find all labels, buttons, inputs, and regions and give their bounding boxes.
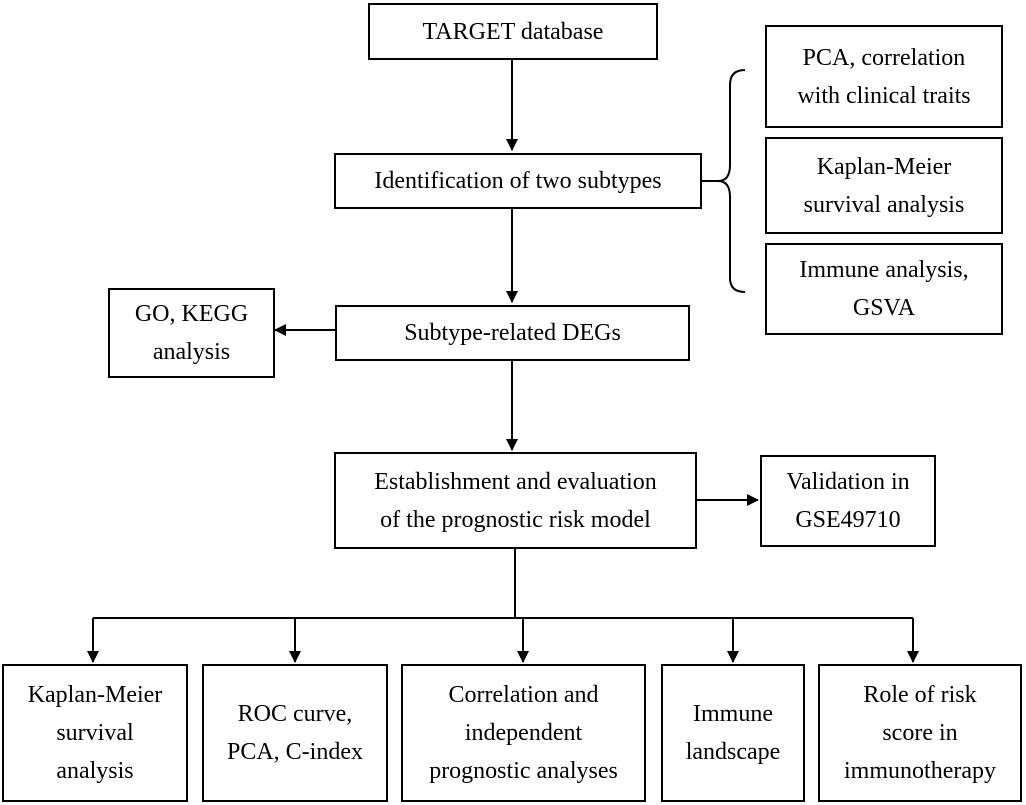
node-subtype-related-degs: Subtype-related DEGs [335, 305, 690, 361]
node-identification-of-subtypes: Identification of two subtypes [334, 153, 702, 209]
node-risk-score-immunotherapy: Role of risk score in immunotherapy [818, 664, 1022, 802]
node-correlation-prognostic: Correlation and independent prognostic a… [401, 664, 646, 802]
node-roc-pca-cindex: ROC curve, PCA, C-index [202, 664, 388, 802]
node-immune-landscape: Immune landscape [661, 664, 805, 802]
node-target-database: TARGET database [368, 3, 658, 60]
node-immune-analysis-gsva: Immune analysis, GSVA [765, 243, 1003, 335]
node-establishment-risk-model: Establishment and evaluation of the prog… [334, 452, 697, 549]
node-validation-gse49710: Validation in GSE49710 [760, 455, 936, 547]
node-km-subtype-survival: Kaplan-Meier survival analysis [765, 137, 1003, 234]
curly-brace [717, 69, 746, 293]
node-km-risk-survival: Kaplan-Meier survival analysis [2, 664, 188, 802]
node-pca-correlation: PCA, correlation with clinical traits [765, 25, 1003, 128]
node-go-kegg-analysis: GO, KEGG analysis [108, 288, 275, 378]
